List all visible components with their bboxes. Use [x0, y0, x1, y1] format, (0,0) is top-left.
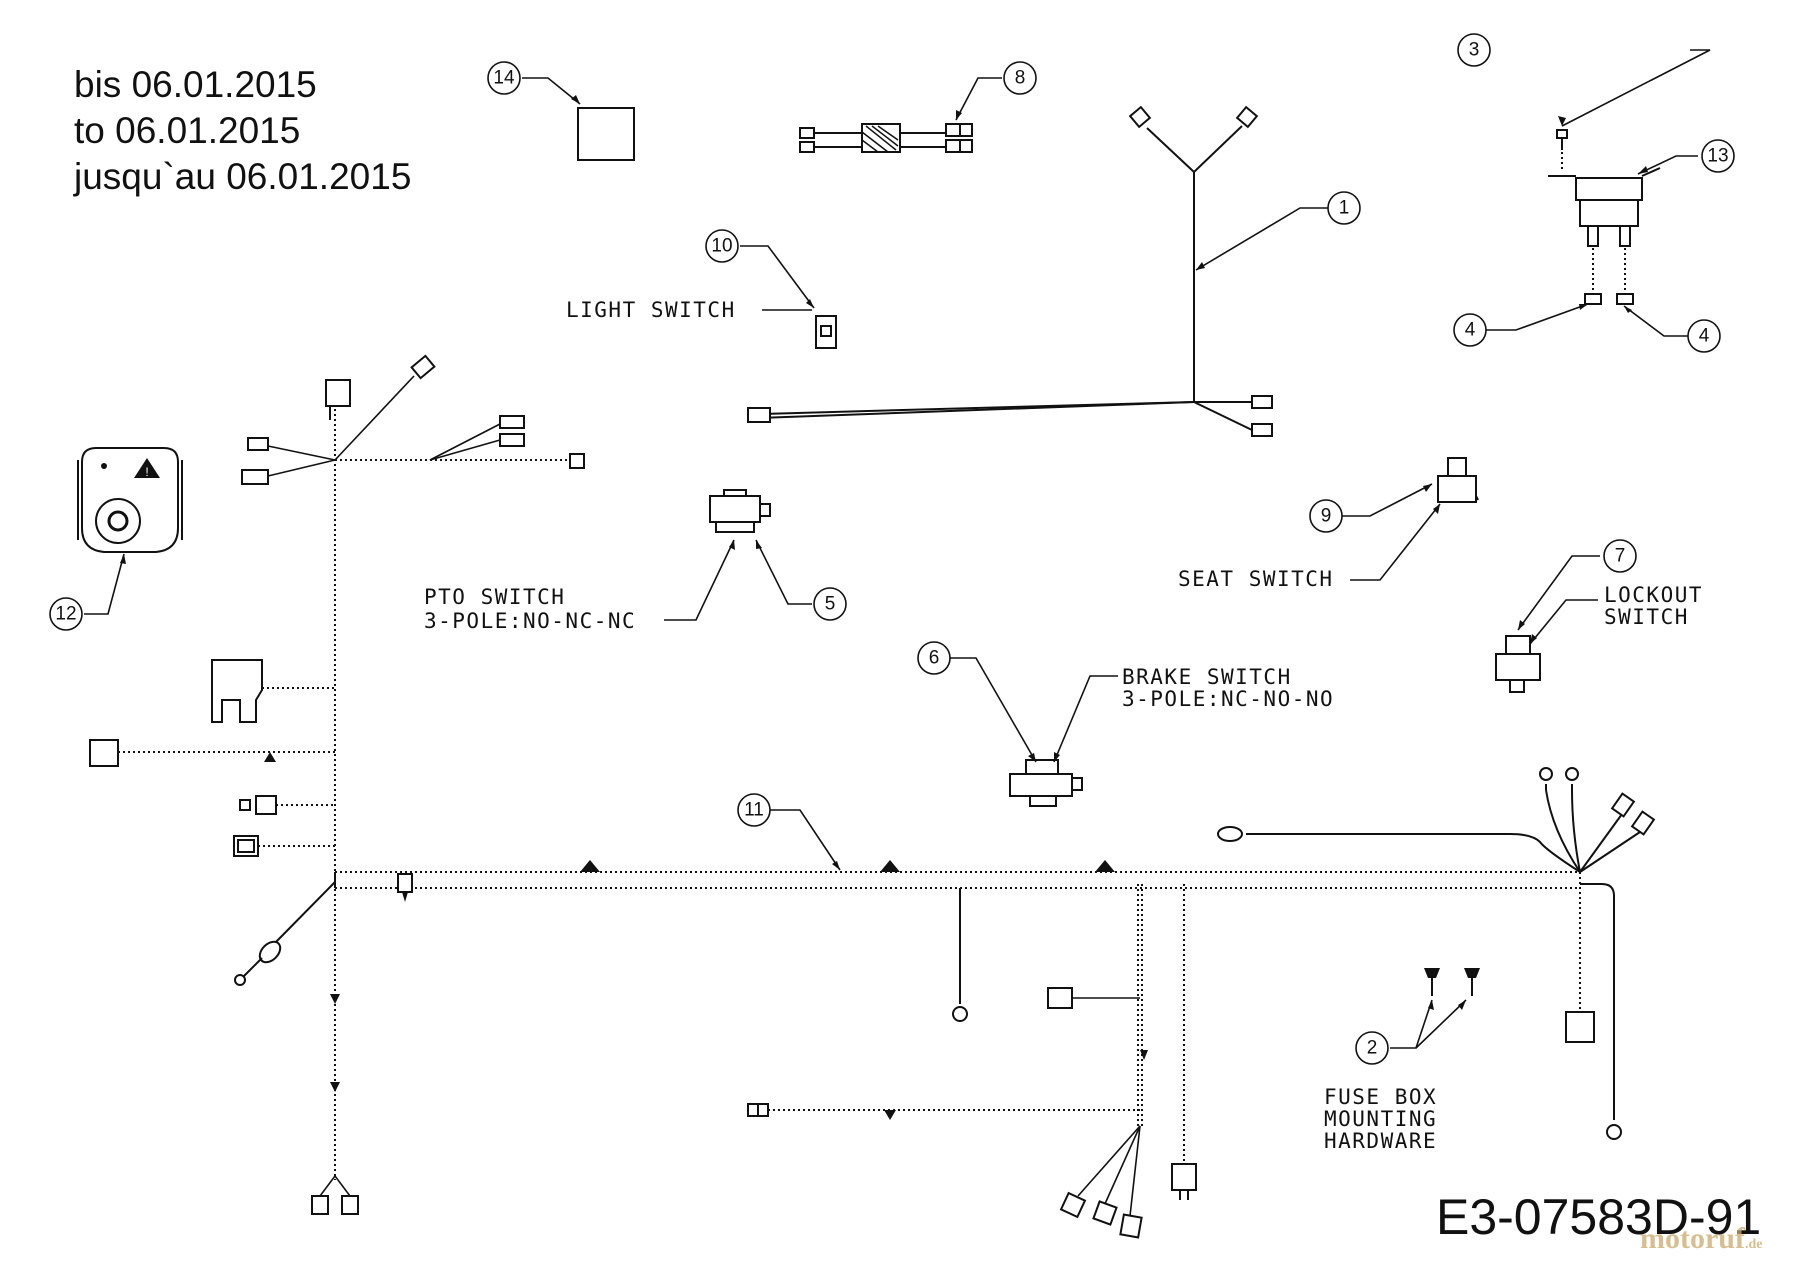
part-14-box: [522, 77, 635, 161]
part-8-fuse-holder: [799, 77, 1002, 153]
part-6-brake-switch: [950, 657, 1118, 807]
callout-number: 8: [1015, 68, 1026, 89]
label-lockout-switch: LOCKOUT: [1604, 583, 1703, 607]
part-12-ignition-switch: !: [77, 447, 183, 615]
label-brake-switch-poles: 3-POLE:NC-NO-NO: [1122, 687, 1334, 711]
callout-number: 4: [1699, 326, 1710, 347]
label-seat-switch: SEAT SWITCH: [1178, 567, 1334, 591]
label-fuse-box-2: MOUNTING: [1324, 1107, 1437, 1131]
callout-4-right: 4: [1687, 319, 1721, 353]
part-1-harness: [747, 105, 1328, 437]
callout-number: 6: [929, 648, 940, 669]
part-9-seat-switch: [1340, 457, 1479, 581]
callout-number: 2: [1367, 1038, 1378, 1059]
callout-number: 5: [825, 594, 836, 615]
label-brake-switch: BRAKE SWITCH: [1122, 665, 1292, 689]
callout-number: 9: [1321, 506, 1332, 527]
part-11-main-harness: [89, 354, 1656, 1239]
watermark-suffix: .de: [1744, 1237, 1763, 1252]
svg-text:!: !: [145, 465, 148, 479]
part-10-light-switch: [740, 245, 837, 349]
header-line-de: bis 06.01.2015: [74, 64, 317, 105]
callout-number: 14: [493, 68, 515, 89]
part-5-pto-switch: [664, 489, 812, 621]
callout-14: 14: [487, 61, 521, 95]
callout-12: 12: [49, 597, 83, 631]
callout-13: 13: [1701, 139, 1735, 173]
label-pto-switch-poles: 3-POLE:NO-NC-NC: [424, 609, 636, 633]
callout-4-left: 4: [1453, 313, 1487, 347]
callout-6: 6: [917, 641, 951, 675]
callout-7: 7: [1603, 539, 1637, 573]
callout-8: 8: [1003, 61, 1037, 95]
callout-number: 11: [744, 800, 764, 821]
callout-10: 10: [705, 229, 739, 263]
callout-number: 10: [711, 236, 732, 257]
watermark-text: motoruf: [1640, 1222, 1745, 1255]
callout-number: 7: [1615, 546, 1626, 567]
header-line-en: to 06.01.2015: [74, 110, 301, 151]
callout-3: 3: [1457, 33, 1491, 67]
callout-5: 5: [813, 587, 847, 621]
label-pto-switch: PTO SWITCH: [424, 585, 565, 609]
callout-11: 11: [737, 793, 771, 827]
header-line-fr: jusqu`au 06.01.2015: [74, 156, 412, 197]
callout-1: 1: [1327, 191, 1361, 225]
callout-number: 1: [1339, 198, 1350, 219]
callout-9: 9: [1309, 499, 1343, 533]
callout-number: 13: [1707, 146, 1728, 167]
label-fuse-box-3: HARDWARE: [1324, 1129, 1437, 1153]
callout-number: 12: [55, 604, 76, 625]
part-13-solenoid: [1486, 49, 1711, 337]
label-lockout-switch-2: SWITCH: [1604, 605, 1689, 629]
callout-number: 4: [1465, 320, 1476, 341]
watermark: motoruf.de: [1640, 1222, 1762, 1256]
drawing-id: E3-07583D-91: [1436, 1189, 1762, 1245]
callout-number: 3: [1469, 40, 1480, 61]
label-light-switch: LIGHT SWITCH: [566, 298, 736, 322]
part-2-fuse-box-hardware: [1390, 968, 1480, 1049]
label-fuse-box: FUSE BOX: [1324, 1085, 1437, 1109]
callout-2: 2: [1355, 1031, 1389, 1065]
part-7-lockout-switch: [1495, 555, 1600, 693]
